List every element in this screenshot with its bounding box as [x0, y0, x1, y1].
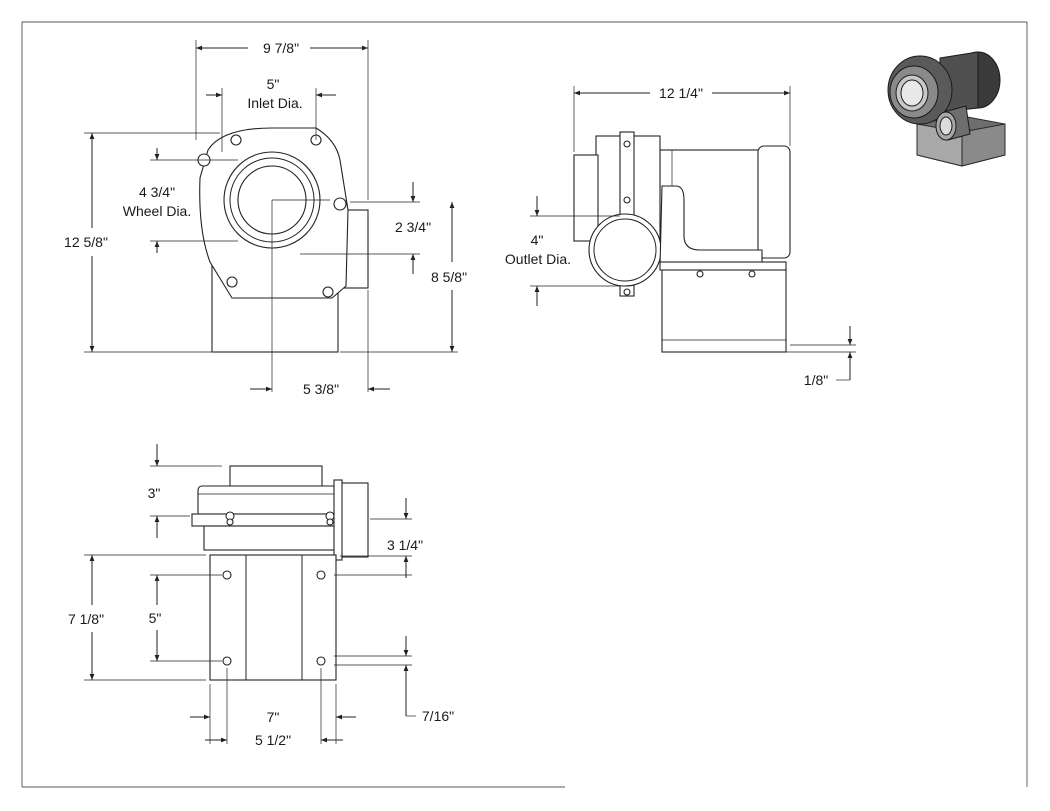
inlet-center-offset-label: 5 3/8" [303, 381, 339, 397]
outlet-dia-value-label: 4" [531, 232, 544, 248]
overall-height-label: 12 5/8" [64, 234, 108, 250]
top-inlet-height-label: 3" [148, 485, 161, 501]
inlet-dia-text-label: Inlet Dia. [247, 95, 302, 111]
top-outlet-width-label: 3 1/4" [387, 537, 423, 553]
front-view [84, 40, 458, 392]
sheet-border [21, 21, 1028, 788]
base-width-label: 7" [267, 709, 280, 725]
wheel-dia-value-label: 4 3/4" [139, 184, 175, 200]
top-view [84, 444, 416, 744]
side-overall-length-label: 12 1/4" [659, 85, 703, 101]
outlet-offset-label: 2 3/4" [395, 219, 431, 235]
inlet-dia-value-label: 5" [267, 76, 280, 92]
wheel-dia-text-label: Wheel Dia. [123, 203, 191, 219]
front-overall-width-label: 9 7/8" [263, 40, 299, 56]
base-clearance-label: 1/8" [804, 372, 828, 388]
hole-spacing-x-label: 5 1/2" [255, 732, 291, 748]
hole-spacing-y-label: 5" [149, 610, 162, 626]
outlet-height-label: 8 5/8" [431, 269, 467, 285]
side-view [530, 86, 856, 381]
base-depth-label: 7 1/8" [68, 611, 104, 627]
isometric-blower-render [887, 51, 1006, 167]
hole-edge-offset-label: 7/16" [422, 708, 454, 724]
outlet-dia-text-label: Outlet Dia. [505, 251, 571, 267]
